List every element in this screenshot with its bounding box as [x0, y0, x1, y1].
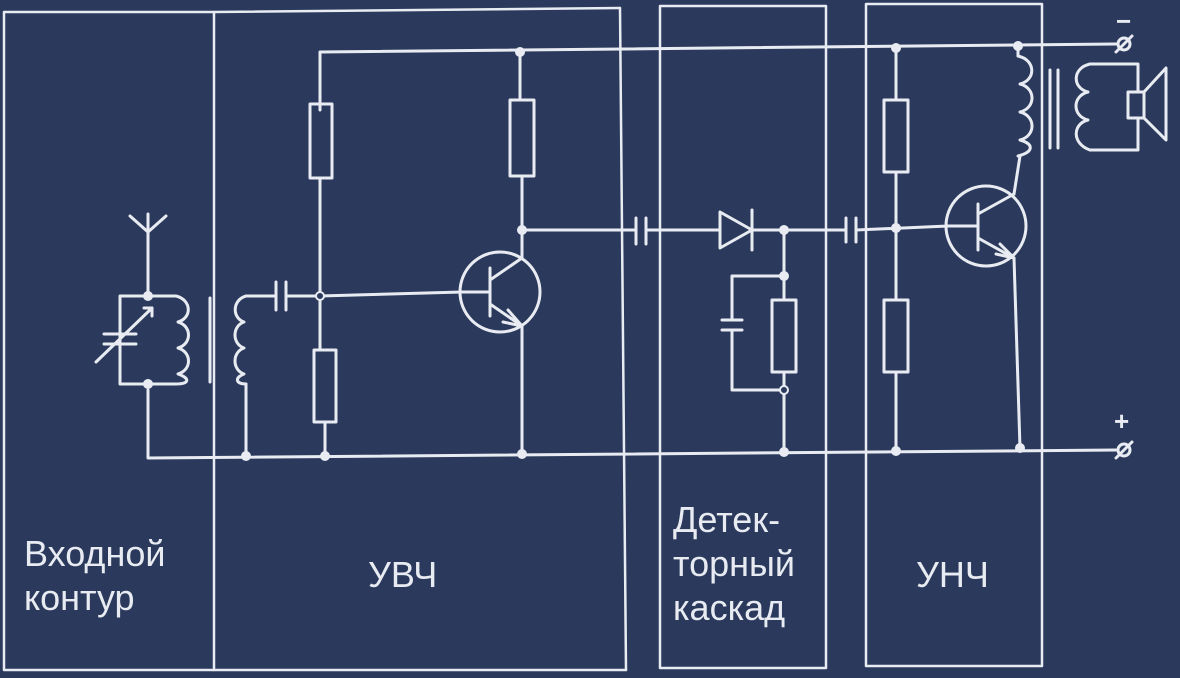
frame-uvch-top	[212, 6, 622, 14]
supply-rails	[146, 42, 1118, 460]
rf-bias-divider	[308, 102, 464, 458]
junction-dots	[143, 41, 1025, 461]
frame-unch	[864, 2, 1044, 668]
terminal-positive-label: +	[1114, 406, 1130, 436]
terminal-negative-label: −	[1116, 6, 1132, 36]
detector-load	[720, 228, 798, 456]
label-detector: Детек- торный каскад	[673, 498, 833, 630]
negative-rail	[318, 42, 1118, 112]
detector-input-capacitor	[634, 216, 722, 246]
label-af-amplifier: УНЧ	[916, 554, 989, 595]
positive-rail	[146, 388, 1118, 460]
output-transformer	[1016, 44, 1140, 158]
frame-uvch-right	[618, 6, 628, 672]
frame-detector	[658, 4, 828, 670]
rf-collector-load	[508, 50, 638, 232]
input-tank-circuit	[94, 294, 212, 386]
af-transistor	[944, 154, 1028, 450]
input-coil	[146, 294, 190, 386]
label-input-circuit-line-2: контур	[24, 577, 135, 618]
label-input-circuit-line-1: Входной	[24, 533, 166, 574]
coupling-coil	[233, 294, 272, 458]
rf-bias-resistor-top	[308, 102, 334, 180]
detector-diode	[718, 208, 848, 252]
antenna-symbol	[128, 212, 168, 298]
variable-capacitor-arrow	[94, 306, 154, 364]
loudspeaker-icon	[1126, 66, 1168, 142]
rf-input-capacitor	[268, 280, 322, 312]
terminal-negative-icon	[1114, 34, 1134, 54]
label-input-circuit: Входной контур	[24, 532, 204, 620]
label-detector-line-3: каскад	[673, 587, 786, 628]
label-rf-amplifier: УВЧ	[368, 554, 438, 595]
label-detector-line-2: торный	[673, 543, 795, 584]
af-bias-divider	[882, 46, 910, 454]
frame-input-circuit	[2, 10, 216, 672]
block-frames	[2, 2, 1044, 672]
label-detector-line-1: Детек-	[673, 499, 781, 540]
rf-bias-resistor-bottom	[312, 348, 338, 424]
rf-transistor	[458, 228, 542, 458]
af-input-capacitor	[844, 216, 950, 244]
terminal-positive-icon	[1114, 440, 1134, 460]
